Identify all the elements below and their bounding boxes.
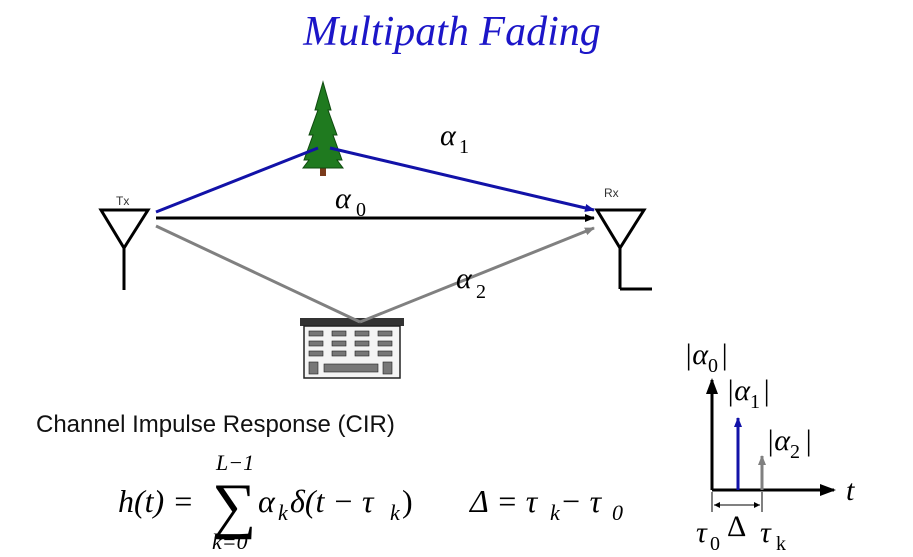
cir-equation: h(t) = L−1 ∑ k=0 α k δ(t − τ k ) Δ = τ k… xyxy=(118,450,623,554)
building-path-reflected xyxy=(359,226,595,324)
svg-text:0: 0 xyxy=(356,199,366,221)
tx-antenna-icon xyxy=(98,208,151,290)
cir-label: Channel Impulse Response (CIR) xyxy=(36,411,395,438)
delta-def-lhs: Δ = τ xyxy=(468,483,539,519)
mag-alpha2: |α xyxy=(766,424,791,457)
term-close: ) xyxy=(402,483,413,519)
rx-antenna-icon xyxy=(594,208,652,291)
svg-text:α: α xyxy=(456,262,473,295)
svg-text:α: α xyxy=(335,182,352,215)
term-alpha-sub: k xyxy=(278,500,289,525)
mag-alpha1-close: | xyxy=(762,374,770,407)
tree-icon xyxy=(302,80,344,176)
delta-label: Δ xyxy=(727,510,746,543)
impulse-plot: t |α 0 | |α 1 | |α 2 | τ 0 Δ τ k xyxy=(684,338,855,555)
sum-lower-limit: k=0 xyxy=(212,529,248,554)
mag-alpha0: |α xyxy=(684,338,709,371)
term-alpha: α xyxy=(258,483,276,519)
alpha-2-label: α 2 xyxy=(456,262,486,303)
term-tau-sub: k xyxy=(390,500,401,525)
mag-alpha1-sub: 1 xyxy=(750,391,760,413)
delta-def-sub2: 0 xyxy=(612,500,623,525)
mag-alpha2-sub: 2 xyxy=(790,441,800,463)
page-title: Multipath Fading xyxy=(302,9,601,55)
svg-text:α: α xyxy=(440,119,457,152)
tauk-sub: k xyxy=(776,533,786,555)
rx-label: Rx xyxy=(604,186,619,200)
term-delta: δ(t − τ xyxy=(290,483,375,519)
sum-upper-limit: L−1 xyxy=(215,450,254,475)
sum-sigma: ∑ xyxy=(212,472,256,540)
tau0-label: τ xyxy=(696,516,708,549)
tree-path-incident xyxy=(155,146,319,214)
mag-alpha0-sub: 0 xyxy=(708,355,718,377)
delta-def-sub1: k xyxy=(550,500,561,525)
equation-lhs: h(t) = xyxy=(118,483,194,519)
svg-text:2: 2 xyxy=(476,281,486,303)
alpha-0-label: α 0 xyxy=(335,182,366,221)
tx-label: Tx xyxy=(116,194,129,208)
tree-path-reflected xyxy=(329,146,595,212)
building-path-incident xyxy=(155,224,361,324)
mag-alpha1: |α xyxy=(726,374,751,407)
tauk-label: τ xyxy=(760,516,772,549)
mag-alpha0-close: | xyxy=(720,338,728,371)
mag-alpha2-close: | xyxy=(804,424,812,457)
tau0-sub: 0 xyxy=(710,533,720,555)
building-icon xyxy=(300,318,404,379)
alpha-1-label: α 1 xyxy=(440,119,469,158)
time-axis-label: t xyxy=(846,474,855,507)
svg-text:1: 1 xyxy=(459,136,469,158)
delta-def-mid: − τ xyxy=(560,483,603,519)
